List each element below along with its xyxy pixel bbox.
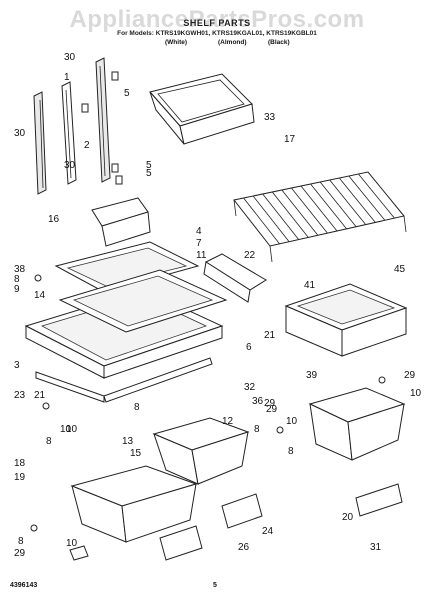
rail-clip — [111, 163, 119, 173]
callout-number: 38 — [14, 264, 26, 275]
callout-number: 8 — [288, 446, 294, 457]
callout-number: 8 — [134, 402, 140, 413]
callout-number: 8 — [254, 424, 260, 435]
door-bin-small — [91, 197, 151, 247]
callout-number: 18 — [14, 458, 26, 469]
callout-number: 22 — [244, 250, 256, 261]
shelf-wire — [300, 185, 338, 232]
crisper-drawer-right — [308, 387, 406, 461]
callout-number: 16 — [48, 214, 60, 225]
callout-number: 8 — [14, 274, 20, 285]
wire-shelf-17 — [233, 171, 407, 263]
callout-number: 21 — [264, 330, 276, 341]
trim-strip-23 — [35, 371, 105, 403]
callout-number: 24 — [262, 526, 274, 537]
variant-black: (Black) — [268, 39, 290, 46]
glass-shelf-11 — [58, 269, 228, 333]
callout-number: 14 — [34, 290, 46, 301]
crisper-drawer-19 — [70, 465, 198, 543]
callout-number: 11 — [196, 250, 207, 261]
callout-number: 12 — [222, 416, 234, 427]
callout-number: 32 — [244, 382, 256, 393]
callout-number: 45 — [394, 264, 406, 275]
callout-number: 15 — [130, 448, 142, 459]
callout-number: 4 — [196, 226, 202, 237]
callout-number: 20 — [342, 512, 354, 523]
callout-number: 29 — [264, 398, 276, 409]
callout-number: 31 — [370, 542, 382, 553]
callout-number: 17 — [284, 134, 296, 145]
shelf-wire — [319, 181, 357, 227]
shelf-wire — [348, 175, 386, 221]
callout-number: 33 — [264, 112, 276, 123]
drawer-front-24 — [221, 493, 263, 529]
callout-number: 30 — [64, 52, 76, 63]
callout-number: 29 — [266, 404, 278, 415]
callout-number: 21 — [34, 390, 46, 401]
clip-small — [69, 545, 89, 561]
callout-number: 10 — [410, 388, 422, 399]
shelf-wire — [252, 195, 290, 242]
callout-number: 7 — [196, 238, 202, 249]
callout-number: 30 — [64, 160, 76, 171]
callout-number: 2 — [84, 140, 90, 151]
variant-almond: (Almond) — [218, 39, 247, 46]
callout-number: 29 — [404, 370, 416, 381]
variant-white: (White) — [165, 39, 188, 46]
diagram-title: SHELF PARTS — [183, 18, 251, 28]
callout-number: 39 — [306, 370, 318, 381]
doc-number: 4396143 — [10, 582, 38, 589]
callout-number: 6 — [246, 342, 252, 353]
shelf-wire — [291, 187, 328, 234]
glass-shelf-16 — [54, 241, 200, 293]
trim-strip-13 — [103, 357, 213, 403]
callout-number: 1 — [64, 72, 70, 83]
callout-number: 19 — [14, 472, 26, 483]
callout-number: 36 — [252, 396, 264, 407]
watermark: AppliancePartsPros.com — [69, 6, 365, 33]
callout-number: 10 — [66, 538, 78, 549]
callout-number: 5 — [124, 88, 130, 99]
callout-number: 8 — [46, 436, 52, 447]
callout-number: 9 — [14, 284, 20, 295]
rail-clip — [111, 71, 119, 81]
shelf-wire — [358, 173, 395, 219]
callout-number: 3 — [14, 360, 20, 371]
callout-number: 41 — [304, 280, 316, 291]
shelf-wire — [310, 183, 347, 230]
shelf-wire — [338, 177, 376, 223]
shelf-wire — [281, 189, 319, 236]
callout-number: 5 — [146, 168, 152, 179]
shelf-wire — [262, 193, 300, 240]
screws — [30, 274, 386, 532]
crisper-cover-41 — [203, 253, 267, 303]
bin-33 — [149, 73, 255, 145]
shelf-wire — [243, 197, 280, 245]
callout-number: 10 — [286, 416, 298, 427]
callout-number: 10 — [60, 424, 72, 435]
callout-number: 5 — [146, 160, 152, 171]
shelf-rail-left — [33, 81, 77, 195]
callout-number: 29 — [14, 548, 26, 559]
callout-number: 10 — [66, 424, 78, 435]
callout-number: 26 — [238, 542, 250, 553]
model-numbers: For Models: KTRS19KGWH01, KTRS19KGAL01, … — [117, 30, 317, 37]
page-number: 5 — [213, 582, 217, 589]
rail-clip — [81, 103, 89, 113]
shelf-wire — [329, 179, 367, 225]
shelf-wire — [271, 191, 309, 238]
callout-number: 23 — [14, 390, 26, 401]
callout-number: 8 — [18, 536, 24, 547]
drawer-front-26 — [159, 525, 203, 561]
callout-number: 30 — [14, 128, 26, 139]
crisper-drawer-12 — [152, 417, 250, 485]
drawer-front-31 — [355, 483, 403, 517]
rail-clip — [115, 175, 123, 185]
callout-number: 13 — [122, 436, 134, 447]
crisper-shelf-45 — [284, 283, 408, 357]
shelf-rail-right — [95, 57, 111, 183]
